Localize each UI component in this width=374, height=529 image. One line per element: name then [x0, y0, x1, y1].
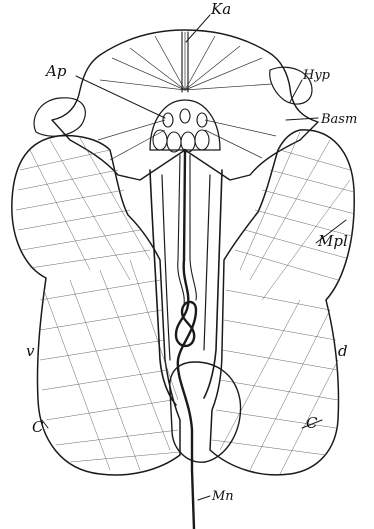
- label-c-right: C: [306, 414, 318, 432]
- label-v: v: [26, 342, 35, 360]
- leader-hyp: [290, 80, 302, 102]
- leader-mn: [198, 496, 210, 500]
- label-d: d: [338, 342, 348, 360]
- label-ka: Ka: [210, 0, 231, 18]
- central-duct: [176, 150, 196, 529]
- label-mn: Mn: [211, 489, 234, 504]
- label-ap: Ap: [44, 62, 67, 80]
- leader-lines: [42, 15, 346, 500]
- label-c-left: C: [32, 418, 44, 436]
- label-mpl: Mpl: [317, 232, 348, 250]
- leader-ka: [186, 15, 210, 42]
- label-hyp: Hyp: [302, 68, 331, 83]
- apodeme: [150, 100, 220, 152]
- right-lateral-lobe: [210, 130, 355, 475]
- label-basm: Basm: [320, 112, 357, 127]
